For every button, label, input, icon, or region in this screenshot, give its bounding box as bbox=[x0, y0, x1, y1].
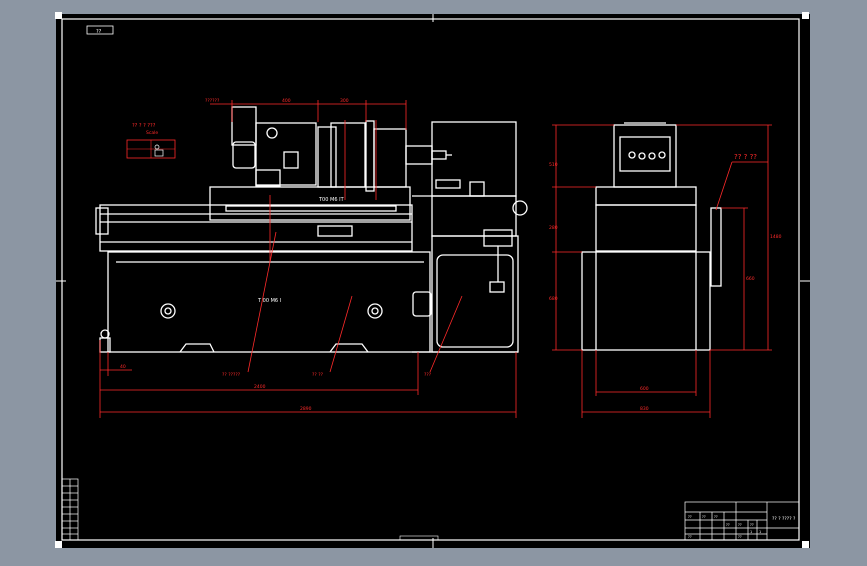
dim-right-width-2: 830 bbox=[640, 406, 649, 412]
bed-side-cover bbox=[412, 291, 432, 317]
dim-bottom-mid: 2400 bbox=[254, 384, 266, 390]
dim-height-3: 680 bbox=[549, 296, 558, 302]
side-electric-panel bbox=[710, 207, 722, 287]
column-handwheel bbox=[512, 200, 528, 216]
table-slot bbox=[225, 205, 397, 212]
title-block-drawing-name: ?? ? ???? ? bbox=[772, 516, 796, 522]
leader-label-1: ?? ????? bbox=[222, 372, 241, 378]
corner-tag-box bbox=[86, 25, 114, 35]
title-block bbox=[684, 501, 800, 541]
bed-hole-left bbox=[160, 303, 176, 319]
head-window bbox=[283, 151, 299, 169]
left-detail: ?? ? ? ??? Scale bbox=[126, 123, 176, 159]
dimension-texts: ?????? 400 300 40 2400 2890 600 830 510 … bbox=[120, 98, 782, 412]
dim-top-2: 400 bbox=[282, 98, 291, 104]
title-block-cells: ?? ?? ?? ?? ?? ?? 1 1 ?? ?? bbox=[688, 515, 761, 539]
scale-bar bbox=[399, 535, 439, 541]
column-door bbox=[436, 254, 514, 348]
title-cell: 1 bbox=[750, 530, 752, 534]
left-detail-subtitle: Scale bbox=[146, 130, 158, 136]
revision-table bbox=[61, 478, 79, 541]
bed-upper bbox=[99, 204, 413, 252]
bed-label: T 00 M6 I bbox=[257, 298, 281, 304]
dim-height-1: 510 bbox=[549, 162, 558, 168]
dim-bottom-small: 40 bbox=[120, 364, 126, 370]
centering-marks bbox=[56, 14, 810, 548]
bed-foot-right bbox=[329, 343, 369, 353]
dim-top-1: ?????? bbox=[205, 98, 220, 104]
corner-grip-top-left[interactable] bbox=[55, 12, 62, 19]
corner-tag-text: ?? bbox=[96, 29, 102, 35]
machine-bed bbox=[107, 251, 431, 353]
dimension-lines bbox=[99, 100, 772, 418]
title-cell: ?? bbox=[750, 523, 754, 527]
dim-top-3: 300 bbox=[340, 98, 349, 104]
title-cell: ?? bbox=[738, 535, 742, 539]
dim-height-right: 660 bbox=[746, 276, 755, 282]
callout-right-label: ?? ? ?? bbox=[734, 153, 757, 161]
title-cell: ?? bbox=[726, 523, 730, 527]
front-view bbox=[95, 106, 528, 353]
motor-cap bbox=[232, 141, 256, 169]
corner-grip-bottom-left[interactable] bbox=[55, 541, 62, 548]
side-view bbox=[581, 122, 722, 351]
dim-bottom-total: 2890 bbox=[300, 406, 312, 412]
bed-hole-right bbox=[367, 303, 383, 319]
leader-label-2: ?? ?? bbox=[312, 372, 324, 378]
column-box bbox=[469, 181, 485, 197]
side-bed bbox=[581, 251, 711, 351]
side-head-panel bbox=[619, 136, 671, 172]
corner-grip-bottom-right[interactable] bbox=[802, 541, 809, 548]
left-detail-title: ?? ? ? ??? bbox=[132, 123, 156, 129]
grinding-head bbox=[255, 122, 317, 186]
corner-grip-top-right[interactable] bbox=[802, 12, 809, 19]
feed-handle-block bbox=[317, 225, 353, 237]
column-lamp bbox=[435, 179, 461, 189]
dim-right-width-1: 600 bbox=[640, 386, 649, 392]
title-cell: ?? bbox=[702, 515, 706, 519]
title-cell: ?? bbox=[738, 523, 742, 527]
carriage-label: T00 M6 IT bbox=[318, 197, 345, 203]
drawing-sheet bbox=[56, 14, 810, 548]
dim-height-2: 280 bbox=[549, 225, 558, 231]
title-cell: ?? bbox=[688, 515, 692, 519]
head-knob bbox=[266, 127, 278, 139]
title-cell: 1 bbox=[759, 530, 761, 534]
head-lower-block bbox=[255, 169, 281, 187]
work-table bbox=[209, 186, 411, 221]
title-cell: ?? bbox=[688, 535, 692, 539]
bed-foot-left bbox=[179, 343, 215, 353]
bed-end-cap bbox=[95, 207, 109, 235]
side-saddle bbox=[595, 204, 697, 252]
hydraulic-valve bbox=[489, 281, 505, 293]
title-cell: ?? bbox=[714, 515, 718, 519]
dim-height-overall: 1480 bbox=[770, 234, 782, 240]
leader-label-3: ??? bbox=[424, 372, 432, 378]
